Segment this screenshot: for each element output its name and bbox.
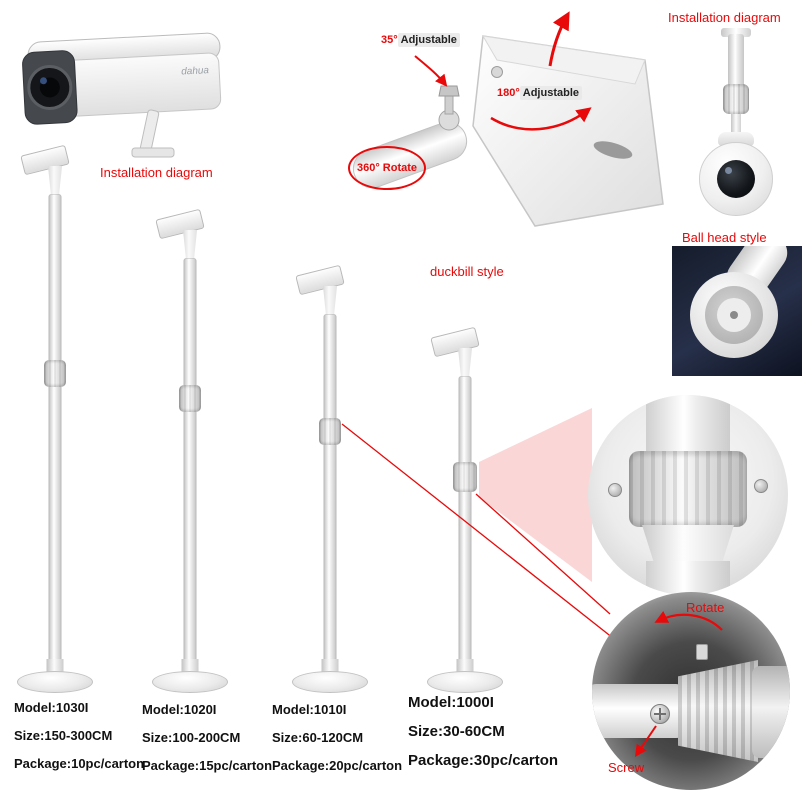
dome-camera-lens [717, 160, 755, 198]
scoop-screw [491, 66, 503, 78]
pole-top-bracket-plate [20, 144, 70, 176]
pole-top-bracket-neck [457, 348, 473, 378]
ballhead-socket-photo [672, 246, 802, 376]
bracket-bolt-shaft [444, 93, 454, 115]
product-specs-1010: Model:1010I Size:60-120CM Package:20pc/c… [272, 702, 402, 786]
pole-tube [183, 258, 197, 664]
pole-tube [458, 376, 472, 664]
telescopic-pole-1020 [145, 208, 235, 693]
annotation-360-rotate: 360° Rotate [348, 146, 426, 190]
ballhead-flange [721, 28, 751, 37]
annotation-35-degree: 35° [381, 34, 398, 46]
product-specs-1020: Model:1020I Size:100-200CM Package:15pc/… [142, 702, 272, 786]
duckbill-bracket-photo [352, 11, 664, 227]
pole-base-plate [17, 671, 93, 693]
pole-top-bracket-plate [155, 208, 205, 240]
zoom-collar-tube-bottom [646, 561, 730, 595]
product-package: Package:20pc/carton [272, 758, 403, 773]
pole-top-bracket-neck [322, 286, 338, 316]
pole-top-bracket-plate [430, 326, 480, 358]
annotation-180-text: Adjustable [519, 86, 582, 100]
camera-body-group: dahua [22, 32, 222, 125]
zoom-collar-band [629, 451, 747, 527]
pole-top-bracket-plate [295, 264, 345, 296]
camera-lens-glint [39, 77, 47, 85]
screw-label: Screw [608, 760, 645, 775]
collar-screw-left [608, 483, 622, 497]
zoom-collar-tube-top [646, 395, 730, 457]
annotation-35-adjustable: 35°Adjustable [381, 33, 460, 47]
pole-top-bracket-neck [182, 230, 198, 260]
product-package: Package:15pc/carton [142, 758, 273, 773]
duckbill-style-label: duckbill style [430, 264, 504, 279]
pole-base-plate [427, 671, 503, 693]
zoom-collar-cone [642, 525, 734, 563]
annotation-180-degree: 180° [497, 87, 520, 99]
duckbill-scoop-top-face [482, 35, 646, 85]
ballhead-style-label: Ball head style [682, 230, 767, 245]
collar-screw-right [754, 479, 768, 493]
product-model: Model:1020I [142, 702, 217, 717]
bullet-camera-photo: dahua [22, 32, 222, 158]
pan-180-arrow [490, 107, 592, 131]
product-model: Model:1000I [408, 694, 494, 711]
pole-locking-collar [179, 385, 201, 412]
pole-base-plate [152, 671, 228, 693]
duckbill-slot [593, 141, 633, 159]
socket-cavity [717, 298, 751, 332]
product-package: Package:30pc/carton [408, 752, 559, 769]
ballhead-stem [731, 114, 741, 134]
pole-tube [48, 194, 62, 664]
zoom-joint-tube [592, 684, 686, 738]
tilt-35-arrow [414, 55, 448, 87]
camera-bracket-foot [131, 147, 175, 158]
joint-phillips-screw [650, 704, 670, 724]
collar-zoom-circle [588, 395, 788, 595]
bracket-bolt-head [438, 85, 460, 97]
tilt-up-arrow [548, 11, 570, 67]
installation-diagram-label-left: Installation diagram [100, 165, 213, 180]
camera-brand-logo: dahua [181, 65, 210, 77]
product-size: Size:100-200CM [142, 730, 241, 745]
camera-bracket-arm [139, 109, 160, 153]
product-package: Package:10pc/carton [14, 756, 145, 771]
ballhead-mount-photo [676, 28, 796, 232]
zoom-knurled-knob [678, 660, 758, 762]
product-size: Size:30-60CM [408, 723, 505, 740]
product-model: Model:1030I [14, 700, 89, 715]
telescopic-pole-1030 [10, 144, 100, 693]
product-model: Model:1010I [272, 702, 347, 717]
zoom-joint-cap [752, 666, 790, 758]
pole-tube [323, 314, 337, 664]
pole-base-plate [292, 671, 368, 693]
annotation-360-text: 360° Rotate [356, 161, 418, 174]
pole-locking-collar [453, 462, 477, 492]
joint-top-screw [696, 644, 708, 660]
product-size: Size:150-300CM [14, 728, 113, 743]
rotate-label: Rotate [686, 600, 725, 615]
pole-locking-collar [44, 360, 66, 387]
pole-locking-collar [319, 418, 341, 445]
telescopic-pole-1000 [420, 326, 510, 693]
annotation-180-adjustable: 180°Adjustable [497, 86, 582, 100]
product-size: Size:60-120CM [272, 730, 364, 745]
installation-diagram-label-right: Installation diagram [668, 10, 781, 25]
ballhead-collar [723, 84, 749, 114]
product-specs-1000: Model:1000I Size:30-60CM Package:30pc/ca… [408, 694, 558, 781]
annotation-35-text: Adjustable [397, 33, 460, 47]
pole-top-bracket-neck [47, 166, 63, 196]
telescopic-pole-1010 [285, 264, 375, 693]
product-specs-1030: Model:1030I Size:150-300CM Package:10pc/… [14, 700, 144, 784]
